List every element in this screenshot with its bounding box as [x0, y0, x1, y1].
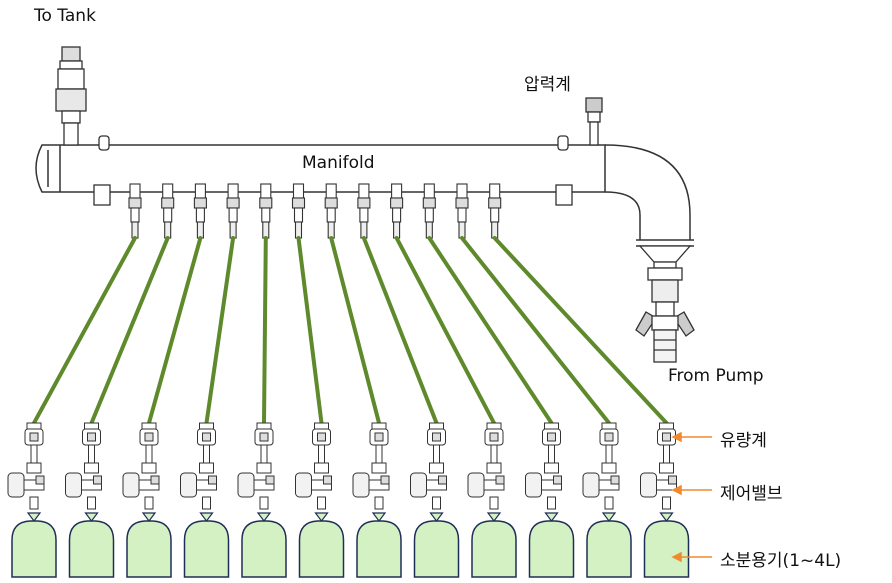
container-vessel [643, 512, 690, 578]
outlet-valve [128, 183, 142, 239]
hose-line [394, 236, 496, 425]
hose-line [329, 236, 381, 425]
container-vessel [241, 512, 287, 578]
hose-line [89, 236, 170, 425]
manifold-label: Manifold [302, 153, 375, 173]
container-vessel [586, 512, 632, 578]
pressure-gauge-label: 압력계 [524, 75, 571, 95]
container-vessel [126, 512, 172, 578]
containers [11, 512, 690, 578]
outlet-valves [128, 183, 502, 239]
outlet-valve [193, 183, 207, 239]
outlet-valve [488, 183, 502, 239]
from-pump-label: From Pump [668, 366, 764, 386]
control-valve-device [122, 462, 160, 510]
container-vessel [413, 512, 460, 578]
flowmeter-device [427, 422, 446, 464]
flowmeter-device [542, 422, 561, 464]
control-valve-device [525, 462, 562, 510]
hose-line [32, 236, 137, 425]
outlet-valve [259, 183, 273, 239]
control-valve-device [237, 462, 275, 510]
flowmeter-device [484, 422, 504, 464]
hose-line [460, 236, 611, 425]
outlet-valve [357, 183, 371, 239]
hose-line [492, 236, 669, 425]
flowmeter-device [599, 422, 619, 464]
flowmeter-device [657, 422, 676, 464]
flowmeter-device [197, 422, 216, 464]
to-tank-label: To Tank [34, 6, 96, 26]
flowmeter-device [24, 422, 44, 464]
outlet-valve [422, 183, 436, 239]
control-valve-label: 제어밸브 [720, 484, 783, 504]
label-arrows [671, 431, 712, 563]
control-valve-device [295, 462, 332, 510]
flowmeter-label: 유량계 [720, 431, 767, 451]
outlet-valve [455, 183, 469, 239]
flowmeter-device [312, 422, 331, 464]
hose-line [427, 236, 554, 425]
outlet-valve [161, 183, 175, 239]
hose-line [296, 236, 324, 425]
flowmeter-device [139, 422, 159, 464]
control-valve-device [640, 462, 677, 510]
hoses [32, 236, 669, 425]
pressure-gauge-device [585, 97, 603, 146]
container-vessel [68, 512, 115, 578]
container-label: 소분용기(1~4L) [720, 551, 842, 571]
outlet-valve [324, 183, 338, 239]
control-valve-device [7, 462, 45, 510]
control-valve-device [582, 462, 620, 510]
container-vessel [298, 512, 345, 578]
hose-line [361, 236, 439, 425]
hose-line [262, 236, 268, 425]
pump-connector [635, 245, 695, 363]
outlet-valve [390, 183, 404, 239]
container-vessel [183, 512, 230, 578]
container-vessel [11, 512, 57, 578]
tank-valve [55, 46, 87, 146]
control-valve-device [180, 462, 217, 510]
outlet-valve [226, 183, 240, 239]
flowmeter-device [82, 422, 101, 464]
manifold-pipe [35, 144, 606, 193]
container-vessel [471, 512, 517, 578]
control-valve-device [65, 462, 102, 510]
flowmeter-device [369, 422, 389, 464]
flowmeters [24, 422, 676, 464]
flowmeter-device [254, 422, 274, 464]
hose-line [147, 236, 203, 425]
hose-line [204, 236, 236, 425]
elbow-pipe [604, 144, 694, 247]
outlet-valve [291, 183, 306, 239]
control-valve-device [467, 462, 505, 510]
pipe-supports [93, 135, 573, 206]
control-valve-device [352, 462, 390, 510]
control-valve-device [410, 462, 447, 510]
container-vessel [528, 512, 575, 578]
control-valves [7, 462, 677, 510]
container-vessel [356, 512, 402, 578]
